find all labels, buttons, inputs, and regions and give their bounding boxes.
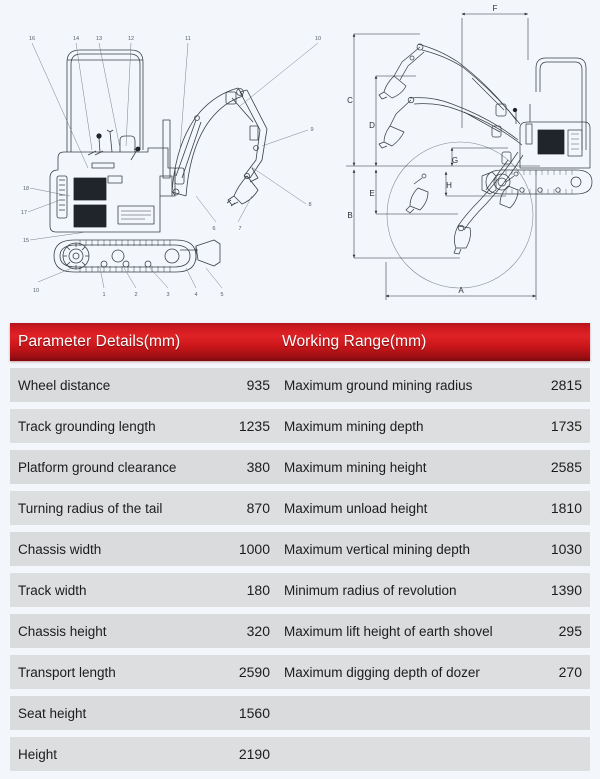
parameter-value: 320 [246,623,270,639]
table-row: Turning radius of the tail 870 Maximum unl… [10,491,590,525]
parameter-label: Track width [18,582,87,598]
table-row: Height 2190 [10,737,590,771]
parameter-label: Height [18,746,58,762]
table-header-row: Parameter Details(mm) Working Range(mm) [10,323,590,361]
table-row: Chassis height 320 Maximum lift height of … [10,614,590,648]
working-range-label: Maximum unload height [284,500,428,516]
svg-text:4: 4 [194,292,197,298]
svg-text:14: 14 [73,36,79,42]
parameter-value: 1560 [238,705,270,721]
parameter-value: 935 [246,377,270,393]
svg-text:15: 15 [23,238,29,244]
technical-diagrams: 16 14 13 12 11 10 9 8 6 7 18 17 15 10 1 … [0,0,600,315]
svg-text:8: 8 [308,202,311,208]
excavator-side-view-drawing: 16 14 13 12 11 10 9 8 6 7 18 17 15 10 1 … [21,36,321,298]
callout-numbers: 16 14 13 12 11 10 9 8 6 7 18 17 15 10 1 … [21,36,321,298]
svg-text:3: 3 [166,292,169,298]
svg-text:C: C [347,96,353,105]
table-row: Wheel distance 935 Maximum ground mining r… [10,368,590,402]
dimension-letters: F C D E B G H A [347,4,497,295]
working-range-label: Maximum mining depth [284,418,424,434]
parameter-label: Seat height [18,705,87,721]
svg-text:F: F [493,4,498,13]
table-row: Track width 180 Minimum radius of revoluti… [10,573,590,607]
working-range-value: 1390 [550,582,582,598]
working-range-value: 270 [558,664,582,680]
svg-text:12: 12 [128,36,134,42]
svg-text:5: 5 [220,292,223,298]
parameter-label: Wheel distance [18,377,111,393]
working-range-label: Minimum radius of revolution [284,582,457,598]
svg-text:2: 2 [134,292,137,298]
specification-table: Parameter Details(mm) Working Range(mm) … [0,315,600,779]
svg-text:H: H [446,181,452,190]
parameter-label: Platform ground clearance [18,459,177,475]
svg-text:A: A [458,286,464,295]
parameter-label: Track grounding length [18,418,156,434]
svg-text:10: 10 [315,36,321,42]
svg-text:6: 6 [212,226,215,232]
svg-text:D: D [369,121,375,130]
parameter-value: 380 [246,459,270,475]
working-range-value: 1810 [550,500,582,516]
svg-text:18: 18 [23,186,29,192]
svg-text:1: 1 [102,292,105,298]
svg-text:G: G [452,156,458,165]
working-range-value: 1030 [550,541,582,557]
svg-text:9: 9 [310,127,313,133]
svg-text:B: B [347,211,352,220]
parameter-label: Chassis height [18,623,107,639]
excavator-working-range-drawing: F C D E B G H A [346,4,593,300]
table-row: Transport length 2590 Maximum digging dept… [10,655,590,689]
table-row: Chassis width 1000 Maximum vertical mining… [10,532,590,566]
svg-text:10: 10 [33,288,39,294]
header-working-range: Working Range(mm) [282,333,427,350]
parameter-value: 1235 [238,418,270,434]
parameter-value: 870 [246,500,270,516]
table-row: Seat height 1560 [10,696,590,730]
table-row: Track grounding length 1235 Maximum mining… [10,409,590,443]
parameter-value: 180 [246,582,270,598]
parameter-label: Transport length [18,664,116,680]
parameter-label: Chassis width [18,541,102,557]
parameter-value: 1000 [238,541,270,557]
parameter-value: 2590 [238,664,270,680]
working-range-label: Maximum vertical mining depth [284,541,471,557]
parameter-label: Turning radius of the tail [18,500,163,516]
svg-text:7: 7 [238,226,241,232]
svg-text:16: 16 [29,36,35,42]
svg-text:17: 17 [21,210,27,216]
working-range-value: 2815 [550,377,582,393]
table-row: Platform ground clearance 380 Maximum mini… [10,450,590,484]
working-range-label: Maximum ground mining radius [284,377,473,393]
working-range-label: Maximum lift height of earth shovel [284,623,493,639]
svg-text:13: 13 [96,36,102,42]
svg-text:E: E [369,189,374,198]
working-range-value: 2585 [550,459,582,475]
header-parameter-details: Parameter Details(mm) [18,333,181,350]
svg-text:11: 11 [185,36,191,42]
working-range-label: Maximum mining height [284,459,427,475]
table-body: Wheel distance 935 Maximum ground mining r… [10,368,590,771]
working-range-value: 1735 [550,418,582,434]
parameter-value: 2190 [238,746,270,762]
working-range-value: 295 [558,623,582,639]
working-range-label: Maximum digging depth of dozer [284,664,480,680]
